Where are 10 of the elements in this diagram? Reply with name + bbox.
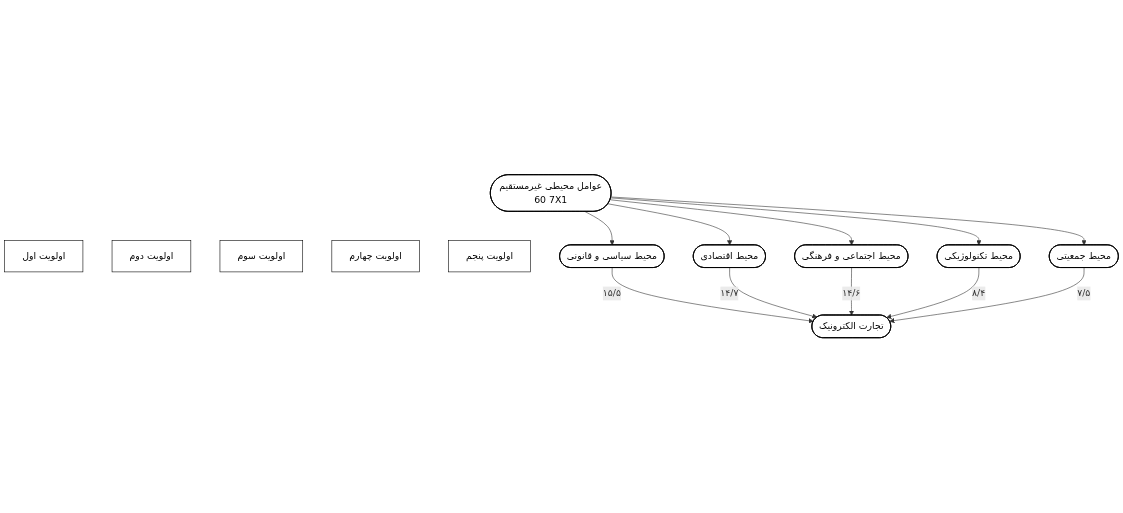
edge-label: ۱۴/۶ (842, 287, 861, 299)
edge-label: ۷/۵ (1077, 287, 1091, 299)
node-box: اولویت اول (4, 240, 84, 273)
node-box: اولویت پنجم (448, 240, 531, 273)
edge-label: ۱۴/۷ (720, 287, 739, 299)
node-box: اولویت دوم (111, 240, 192, 273)
node-box: اولویت چهارم (331, 240, 420, 273)
edge-label: ۸/۴ (972, 287, 986, 299)
edge-label: ۱۵/۵ (602, 287, 621, 299)
node-box: اولویت سوم (219, 240, 303, 273)
